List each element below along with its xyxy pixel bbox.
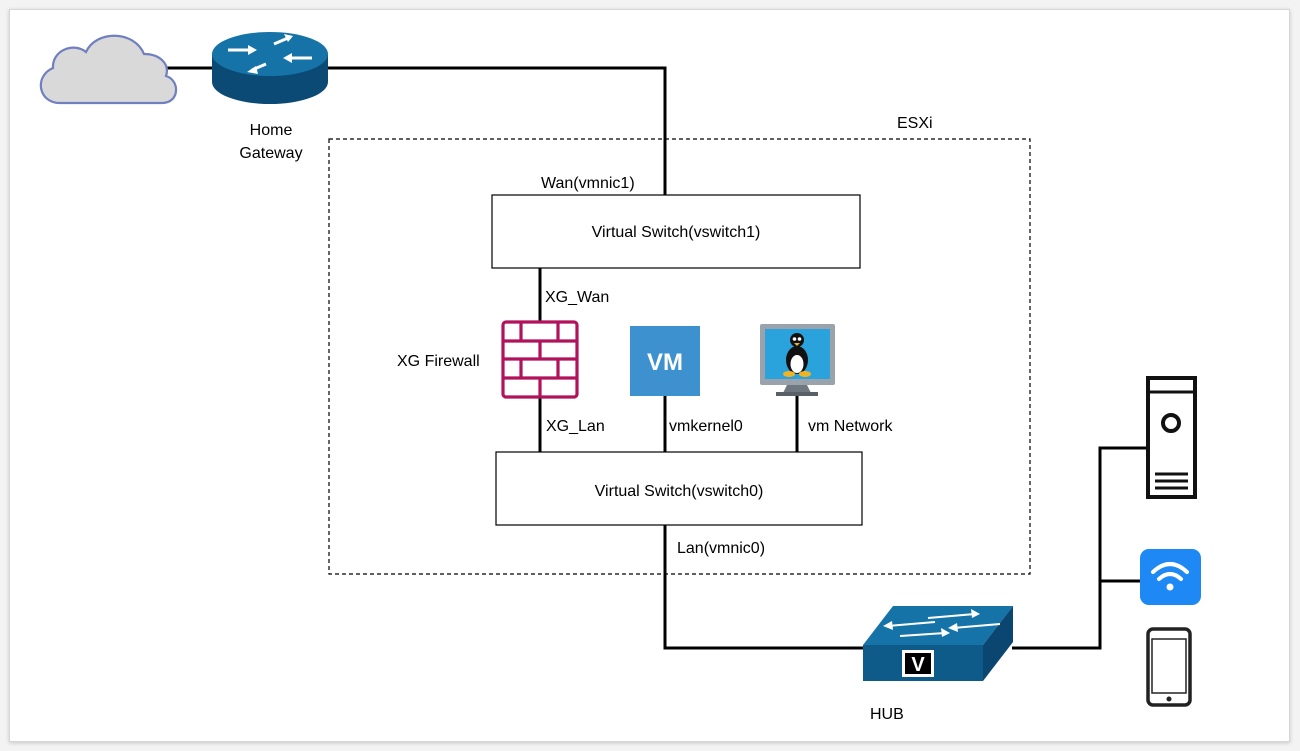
- firewall-icon: [501, 320, 579, 399]
- vswitch0-uplink-label: Lan(vmnic0): [677, 540, 765, 557]
- router-icon: [212, 32, 328, 104]
- xg-firewall-label: XG Firewall: [397, 353, 480, 370]
- esxi-label: ESXi: [897, 115, 933, 132]
- vswitch1-label: Virtual Switch(vswitch1): [592, 224, 761, 241]
- wifi-icon: [1140, 549, 1201, 605]
- gateway-to-vswitch1-line: [328, 66, 667, 196]
- vswitch0-to-hub-line: [663, 525, 863, 650]
- hub-switch-icon: [863, 606, 1013, 681]
- home-gateway-label-line1: Home: [250, 122, 293, 139]
- vm-icon: [630, 326, 700, 396]
- hub-label: HUB: [870, 706, 904, 723]
- server-tower-icon: [1146, 376, 1197, 499]
- vswitch1-box: [491, 194, 861, 269]
- hub-badge: V: [911, 654, 925, 676]
- vm-icon-text: VM: [647, 349, 683, 376]
- vswitch0-label: Virtual Switch(vswitch0): [595, 483, 764, 500]
- vswitch0-box: [495, 451, 863, 526]
- home-gateway-label-line2: Gateway: [239, 145, 302, 162]
- hub-to-devices-line: [1012, 446, 1148, 650]
- vmkernel-label: vmkernel0: [669, 418, 743, 435]
- vm-network-label: vm Network: [808, 418, 893, 435]
- linux-monitor-icon: [760, 324, 835, 396]
- xg-wan-label: XG_Wan: [545, 289, 609, 306]
- smartphone-icon: [1146, 627, 1192, 707]
- vswitch1-uplink-label: Wan(vmnic1): [541, 175, 635, 192]
- esxi-boundary: [328, 138, 1031, 575]
- xg-lan-label: XG_Lan: [546, 418, 605, 435]
- connections: [160, 66, 1148, 650]
- cloud-icon: [39, 34, 178, 105]
